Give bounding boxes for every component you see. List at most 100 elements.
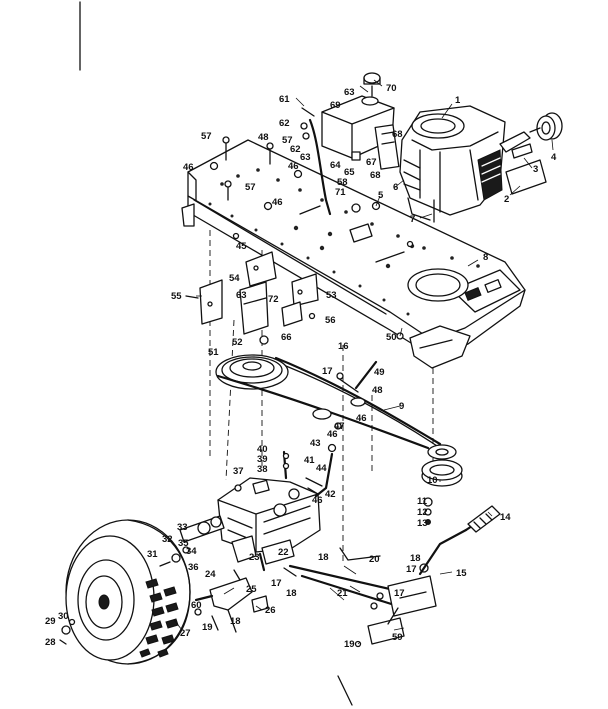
- callout-labels: 1 2 3 4 5 6 7 8 9 10 11 12 13 14 15 16 1…: [45, 83, 557, 650]
- callout-71: 71: [335, 187, 346, 198]
- callout-48-a: 48: [258, 132, 269, 143]
- callout-6: 6: [393, 182, 398, 193]
- callout-41: 41: [304, 455, 315, 466]
- callout-31: 31: [147, 549, 158, 560]
- callout-53: 53: [326, 290, 337, 301]
- callout-18-c: 18: [286, 588, 297, 599]
- fuel-line: [300, 107, 361, 216]
- callout-10: 10: [427, 475, 438, 486]
- callout-52: 52: [232, 337, 243, 348]
- callout-46-c: 46: [272, 197, 283, 208]
- callout-62-b: 62: [290, 144, 301, 155]
- leader-lines: [173, 79, 554, 645]
- callout-21: 21: [337, 588, 348, 599]
- callout-17-c: 17: [394, 588, 405, 599]
- callout-39: 39: [257, 454, 268, 465]
- callout-46-b: 46: [288, 161, 299, 172]
- callout-47: 47: [334, 421, 345, 432]
- callout-67: 67: [366, 157, 377, 168]
- callout-42: 42: [325, 489, 336, 500]
- callout-50: 50: [386, 332, 397, 343]
- callout-38: 38: [257, 464, 268, 475]
- callout-18-d: 18: [230, 616, 241, 627]
- callout-56: 56: [325, 315, 336, 326]
- callout-17-b: 17: [406, 564, 417, 575]
- callout-12: 12: [417, 507, 428, 518]
- transaxle: [179, 443, 337, 565]
- frame-bolts: [209, 136, 435, 248]
- alignment-lines: [209, 230, 434, 565]
- callout-46-d: 46: [356, 413, 367, 424]
- callout-69: 69: [330, 100, 341, 111]
- callout-18-a: 18: [318, 552, 329, 563]
- callout-66: 66: [281, 332, 292, 343]
- callout-48-b: 48: [372, 385, 383, 396]
- callout-8: 8: [483, 252, 488, 263]
- tractor-frame: [181, 139, 526, 369]
- callout-63-a: 63: [344, 87, 355, 98]
- callout-19-a: 19: [202, 622, 213, 633]
- callout-3: 3: [533, 164, 538, 175]
- muffler: [374, 124, 400, 170]
- callout-54: 54: [229, 273, 240, 284]
- callout-18-b: 18: [410, 553, 421, 564]
- brake-clutch-linkage: [194, 505, 501, 648]
- callout-17-a: 17: [322, 366, 333, 377]
- callout-36: 36: [188, 562, 199, 573]
- callout-32: 32: [162, 534, 173, 545]
- callout-61: 61: [279, 94, 290, 105]
- scan-marks: [79, 1, 353, 706]
- callout-35: 35: [178, 538, 189, 549]
- callout-17-d: 17: [271, 578, 282, 589]
- callout-68-a: 68: [392, 129, 403, 140]
- callout-14: 14: [500, 512, 511, 523]
- callout-13: 13: [417, 518, 428, 529]
- mounting-brackets: [185, 251, 404, 345]
- engine-pulley: [529, 112, 563, 141]
- callout-72: 72: [268, 294, 279, 305]
- callout-30: 30: [58, 611, 69, 622]
- callout-26: 26: [265, 605, 276, 616]
- callout-23: 23: [249, 552, 260, 563]
- callout-63-c: 63: [236, 290, 247, 301]
- callout-57-c: 57: [245, 182, 256, 193]
- callout-46-e: 46: [327, 429, 338, 440]
- callout-65: 65: [344, 167, 355, 178]
- callout-16: 16: [338, 341, 349, 352]
- callout-57-a: 57: [201, 131, 212, 142]
- callout-11: 11: [417, 496, 428, 507]
- callout-29: 29: [45, 616, 56, 627]
- transmission-pulley: [421, 444, 463, 525]
- callout-68-b: 68: [370, 170, 381, 181]
- callout-55: 55: [171, 291, 182, 302]
- callout-20: 20: [369, 554, 380, 565]
- callout-1: 1: [455, 95, 461, 106]
- callout-43: 43: [310, 438, 321, 449]
- callout-24: 24: [205, 569, 216, 580]
- callout-34: 34: [186, 546, 197, 557]
- rear-wheel: [59, 519, 191, 665]
- callout-45: 45: [236, 241, 247, 252]
- callout-9: 9: [399, 401, 404, 412]
- callout-51: 51: [208, 347, 219, 358]
- callout-15: 15: [456, 568, 467, 579]
- callout-19-b: 19: [344, 639, 355, 650]
- callout-59: 59: [392, 632, 403, 643]
- callout-7: 7: [410, 214, 415, 225]
- callout-5: 5: [378, 190, 384, 201]
- heat-shield: [505, 143, 547, 195]
- callout-57-b: 57: [282, 135, 293, 146]
- callout-63-b: 63: [300, 152, 311, 163]
- callout-2: 2: [504, 194, 509, 205]
- callout-58: 58: [337, 177, 348, 188]
- callout-25: 25: [246, 584, 257, 595]
- callout-44: 44: [316, 463, 327, 474]
- callout-49: 49: [374, 367, 385, 378]
- callout-64: 64: [330, 160, 341, 171]
- callout-27: 27: [180, 628, 191, 639]
- callout-22: 22: [278, 547, 289, 558]
- callout-46-a: 46: [183, 162, 194, 173]
- callout-37: 37: [233, 466, 244, 477]
- belt-drive: [215, 354, 447, 453]
